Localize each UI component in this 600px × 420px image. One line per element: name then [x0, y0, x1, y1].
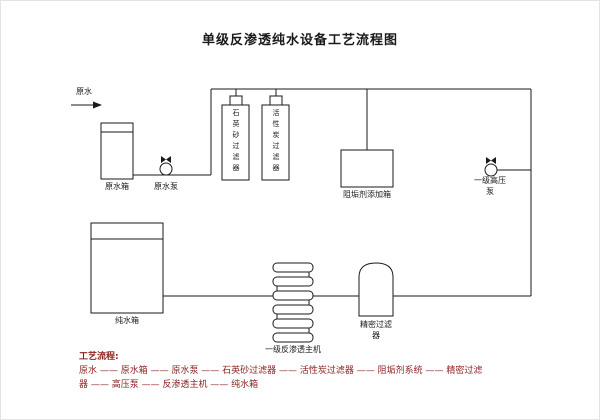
- ro-membrane-tube: [272, 304, 314, 315]
- carbon-filter-body: [261, 104, 290, 181]
- ro-membrane-tube: [272, 262, 314, 273]
- high-pressure-pump-label: 一级高压泵: [474, 176, 506, 196]
- pure-water-tank-shape: [90, 222, 164, 314]
- raw-water-label: 原水: [76, 87, 92, 96]
- ro-main-unit-label: 一级反渗透主机: [265, 345, 321, 354]
- raw-water-tank-shape: [100, 122, 134, 180]
- precision-filter-shape: [358, 262, 394, 317]
- raw-water-pump-label: 原水泵: [154, 182, 178, 191]
- carbon-filter-cap: [269, 95, 283, 106]
- quartz-filter-label: 石英砂过滤器: [232, 109, 240, 172]
- hp-pump-valve-icon: [486, 157, 496, 164]
- quartz-filter-cap: [229, 95, 243, 106]
- raw-water-tank-label: 原水箱: [105, 182, 129, 191]
- scale-inhibitor-tank-label: 阻垢剂添加箱: [343, 190, 391, 199]
- pure-water-tank-label: 纯水箱: [115, 316, 139, 325]
- ro-membrane-tube: [272, 276, 314, 287]
- hp-pump-shape: [484, 163, 498, 177]
- carbon-filter-label: 活性炭过滤器: [272, 109, 280, 172]
- scale-inhibitor-tank-shape: [340, 149, 394, 188]
- raw-water-arrowhead-icon: [93, 101, 102, 109]
- ro-membrane-tube: [272, 318, 314, 329]
- quartz-filter-body: [221, 104, 250, 181]
- page-title: 单级反渗透纯水设备工艺流程图: [201, 33, 398, 48]
- equipment-shapes: [90, 95, 498, 343]
- ro-membrane-tube: [272, 290, 314, 301]
- process-flow-heading: 工艺流程:: [79, 352, 119, 362]
- precision-filter-label: 精密过滤器: [360, 320, 392, 340]
- process-flow-line-2: 器 —— 高压泵 —— 反渗透主机 —— 纯水箱: [79, 380, 259, 390]
- pipes: [71, 88, 532, 333]
- raw-water-pump-shape: [159, 162, 173, 176]
- process-flow-line-1: 原水 —— 原水箱 —— 原水泵 —— 石英砂过滤器 —— 活性炭过滤器 —— …: [79, 366, 483, 376]
- ro-membrane-tube: [272, 332, 314, 343]
- raw-water-pump-valve-icon: [161, 156, 171, 163]
